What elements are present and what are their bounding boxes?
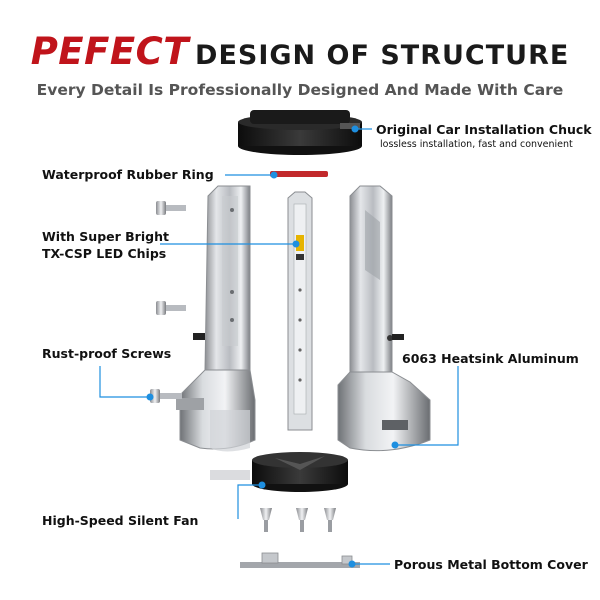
left-heatsink-icon bbox=[176, 185, 256, 480]
bottom-cover-label: Porous Metal Bottom Cover bbox=[394, 557, 588, 572]
chuck-label: Original Car Installation Chuck bbox=[376, 122, 592, 137]
page-subtitle: Every Detail Is Professionally Designed … bbox=[36, 81, 564, 99]
led-board-icon bbox=[287, 191, 313, 431]
led-chips-label-line2: TX-CSP LED Chips bbox=[42, 246, 167, 261]
screws-label: Rust-proof Screws bbox=[42, 346, 172, 361]
heatsink-label: 6063 Heatsink Aluminum bbox=[402, 351, 579, 366]
callout-dots bbox=[146, 125, 399, 568]
bottom-cover-icon bbox=[240, 552, 360, 568]
led-chips-label-line1: With Super Bright bbox=[42, 229, 169, 244]
callout-lines bbox=[99, 128, 459, 565]
title-rest: DESIGN OF STRUCTURE bbox=[195, 40, 570, 71]
bottom-screws-icon bbox=[260, 508, 336, 532]
fan-label: High-Speed Silent Fan bbox=[42, 513, 199, 528]
chuck-icon bbox=[238, 110, 362, 155]
right-heatsink-icon bbox=[337, 185, 431, 452]
title-highlight: PEFECT bbox=[30, 30, 190, 73]
screw-icon bbox=[150, 201, 186, 403]
rubber-ring-icon bbox=[270, 171, 328, 177]
small-screw-icon bbox=[193, 333, 205, 340]
fan-icon bbox=[252, 452, 348, 492]
rubber-ring-label: Waterproof Rubber Ring bbox=[42, 167, 214, 182]
chuck-sublabel: lossless installation, fast and convenie… bbox=[380, 139, 573, 150]
